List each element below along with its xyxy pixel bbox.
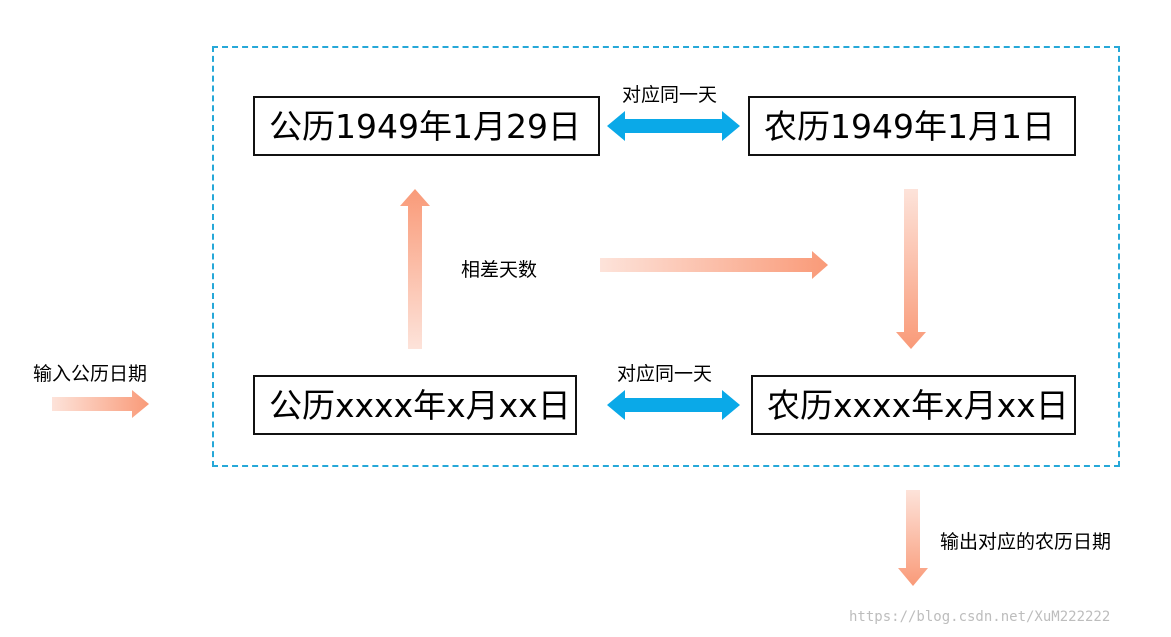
double-arrow-top — [607, 111, 740, 141]
gregorian-base-date-box: 公历1949年1月29日 — [253, 96, 600, 156]
input-date-label: 输入公历日期 — [33, 363, 148, 385]
gregorian-input-date-box: 公历xxxx年x月xx日 — [253, 375, 577, 435]
same-day-label-bottom: 对应同一天 — [617, 363, 713, 385]
day-difference-label: 相差天数 — [461, 259, 538, 281]
lunar-base-date-text: 农历1949年1月1日 — [764, 106, 1055, 146]
output-date-label: 输出对应的农历日期 — [940, 531, 1112, 553]
lunar-output-date-box: 农历xxxx年x月xx日 — [751, 375, 1076, 435]
lunar-output-date-text: 农历xxxx年x月xx日 — [767, 385, 1069, 425]
gregorian-base-date-text: 公历1949年1月29日 — [269, 106, 581, 146]
same-day-label-top: 对应同一天 — [622, 84, 718, 106]
double-arrow-bottom — [607, 390, 740, 420]
input-arrow — [52, 390, 149, 418]
lunar-base-date-box: 农历1949年1月1日 — [748, 96, 1076, 156]
day-difference-arrow — [600, 251, 828, 279]
gregorian-input-date-text: 公历xxxx年x月xx日 — [269, 385, 571, 425]
down-gradient-arrow — [896, 189, 926, 349]
dashed-frame — [212, 46, 1120, 467]
up-gradient-arrow — [400, 189, 430, 349]
watermark-text: https://blog.csdn.net/XuM222222 — [849, 609, 1111, 625]
output-arrow — [898, 490, 928, 586]
